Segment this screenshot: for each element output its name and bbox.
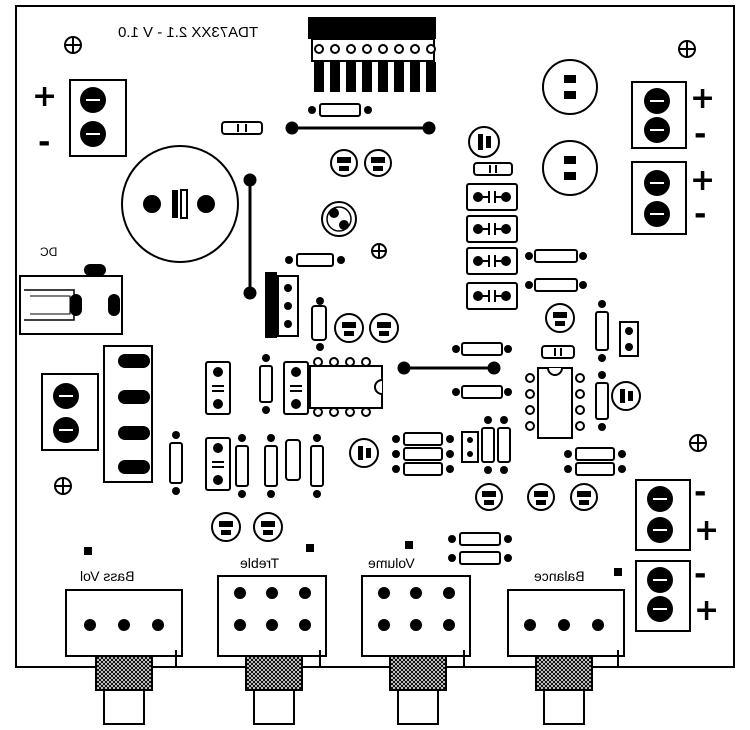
polarity-minus: - (694, 197, 707, 232)
pot-label-balance: Balance (534, 568, 585, 584)
voltage-regulator (265, 272, 299, 338)
mounting-hole-icon (54, 36, 707, 495)
polarity-minus: - (694, 117, 707, 152)
amplifier-ic-header (308, 17, 436, 92)
jumper-wire (243, 121, 501, 375)
pot-label-volume: Volume (368, 555, 415, 571)
resistor-pad (285, 106, 626, 562)
polarity-plus: + (694, 593, 720, 628)
dc-label: DC (40, 245, 58, 259)
dip-ic (309, 357, 383, 417)
pad-strip (103, 345, 153, 483)
main-capacitor (121, 145, 239, 263)
ceramic-capacitor (221, 121, 575, 359)
electrolytic-capacitor-body (219, 134, 633, 535)
polarity-plus: + (690, 81, 716, 116)
polarity-minus: - (694, 475, 707, 510)
polarity-plus: + (690, 163, 716, 198)
film-capacitor (205, 305, 327, 491)
pot-shaft (95, 655, 593, 725)
resistor (169, 308, 609, 487)
polarity-plus: + (694, 513, 720, 548)
dip-ic (525, 367, 585, 439)
pot-pin (84, 587, 604, 631)
resistor (296, 103, 615, 565)
polarity-minus: - (38, 125, 51, 160)
header-pins (461, 321, 639, 463)
dc-jack (19, 264, 123, 335)
marker-square (84, 541, 622, 576)
pot-label-bass: Bass Vol (80, 568, 135, 584)
terminal-screw (53, 87, 673, 622)
polarity-minus: - (694, 557, 707, 592)
pot-label-treble: Treble (240, 555, 280, 571)
film-capacitor (466, 183, 518, 310)
resistor-pad (172, 297, 606, 498)
board-title: TDA73XX 2.1 - V 1.0 (118, 24, 259, 41)
polarity-plus: + (32, 79, 58, 114)
